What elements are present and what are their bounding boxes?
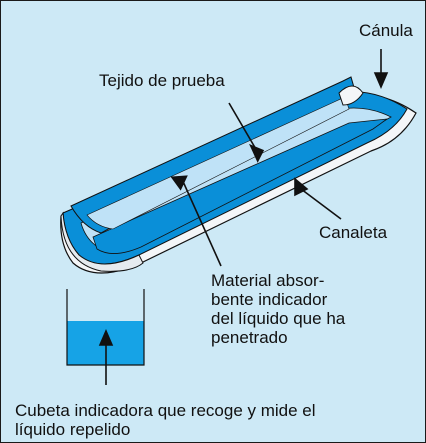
absorbent-band	[92, 118, 389, 254]
label-canaleta: Canaleta	[319, 223, 388, 242]
label-cubeta-line-2: líquido repelido	[15, 420, 131, 439]
channel-front-curl	[60, 211, 144, 272]
label-material-line-1: Material absor-	[211, 271, 325, 290]
label-material-line-4: penetrado	[211, 328, 288, 347]
label-material-line-2: bente indicador	[211, 290, 328, 309]
label-canula: Cánula	[359, 21, 413, 40]
label-material-absorbente: Material absor- bente indicador del líqu…	[211, 271, 345, 347]
cannula-tip	[338, 85, 364, 106]
label-material-line-3: del líquido que ha	[211, 309, 346, 328]
label-tejido-de-prueba: Tejido de prueba	[99, 71, 225, 90]
tissue-sheet-light	[86, 96, 350, 230]
arrows	[98, 49, 389, 385]
label-cubeta-line-1: Cubeta indicadora que recoge y mide el	[15, 401, 316, 420]
label-cubeta-indicadora: Cubeta indicadora que recoge y mide el l…	[15, 401, 415, 439]
